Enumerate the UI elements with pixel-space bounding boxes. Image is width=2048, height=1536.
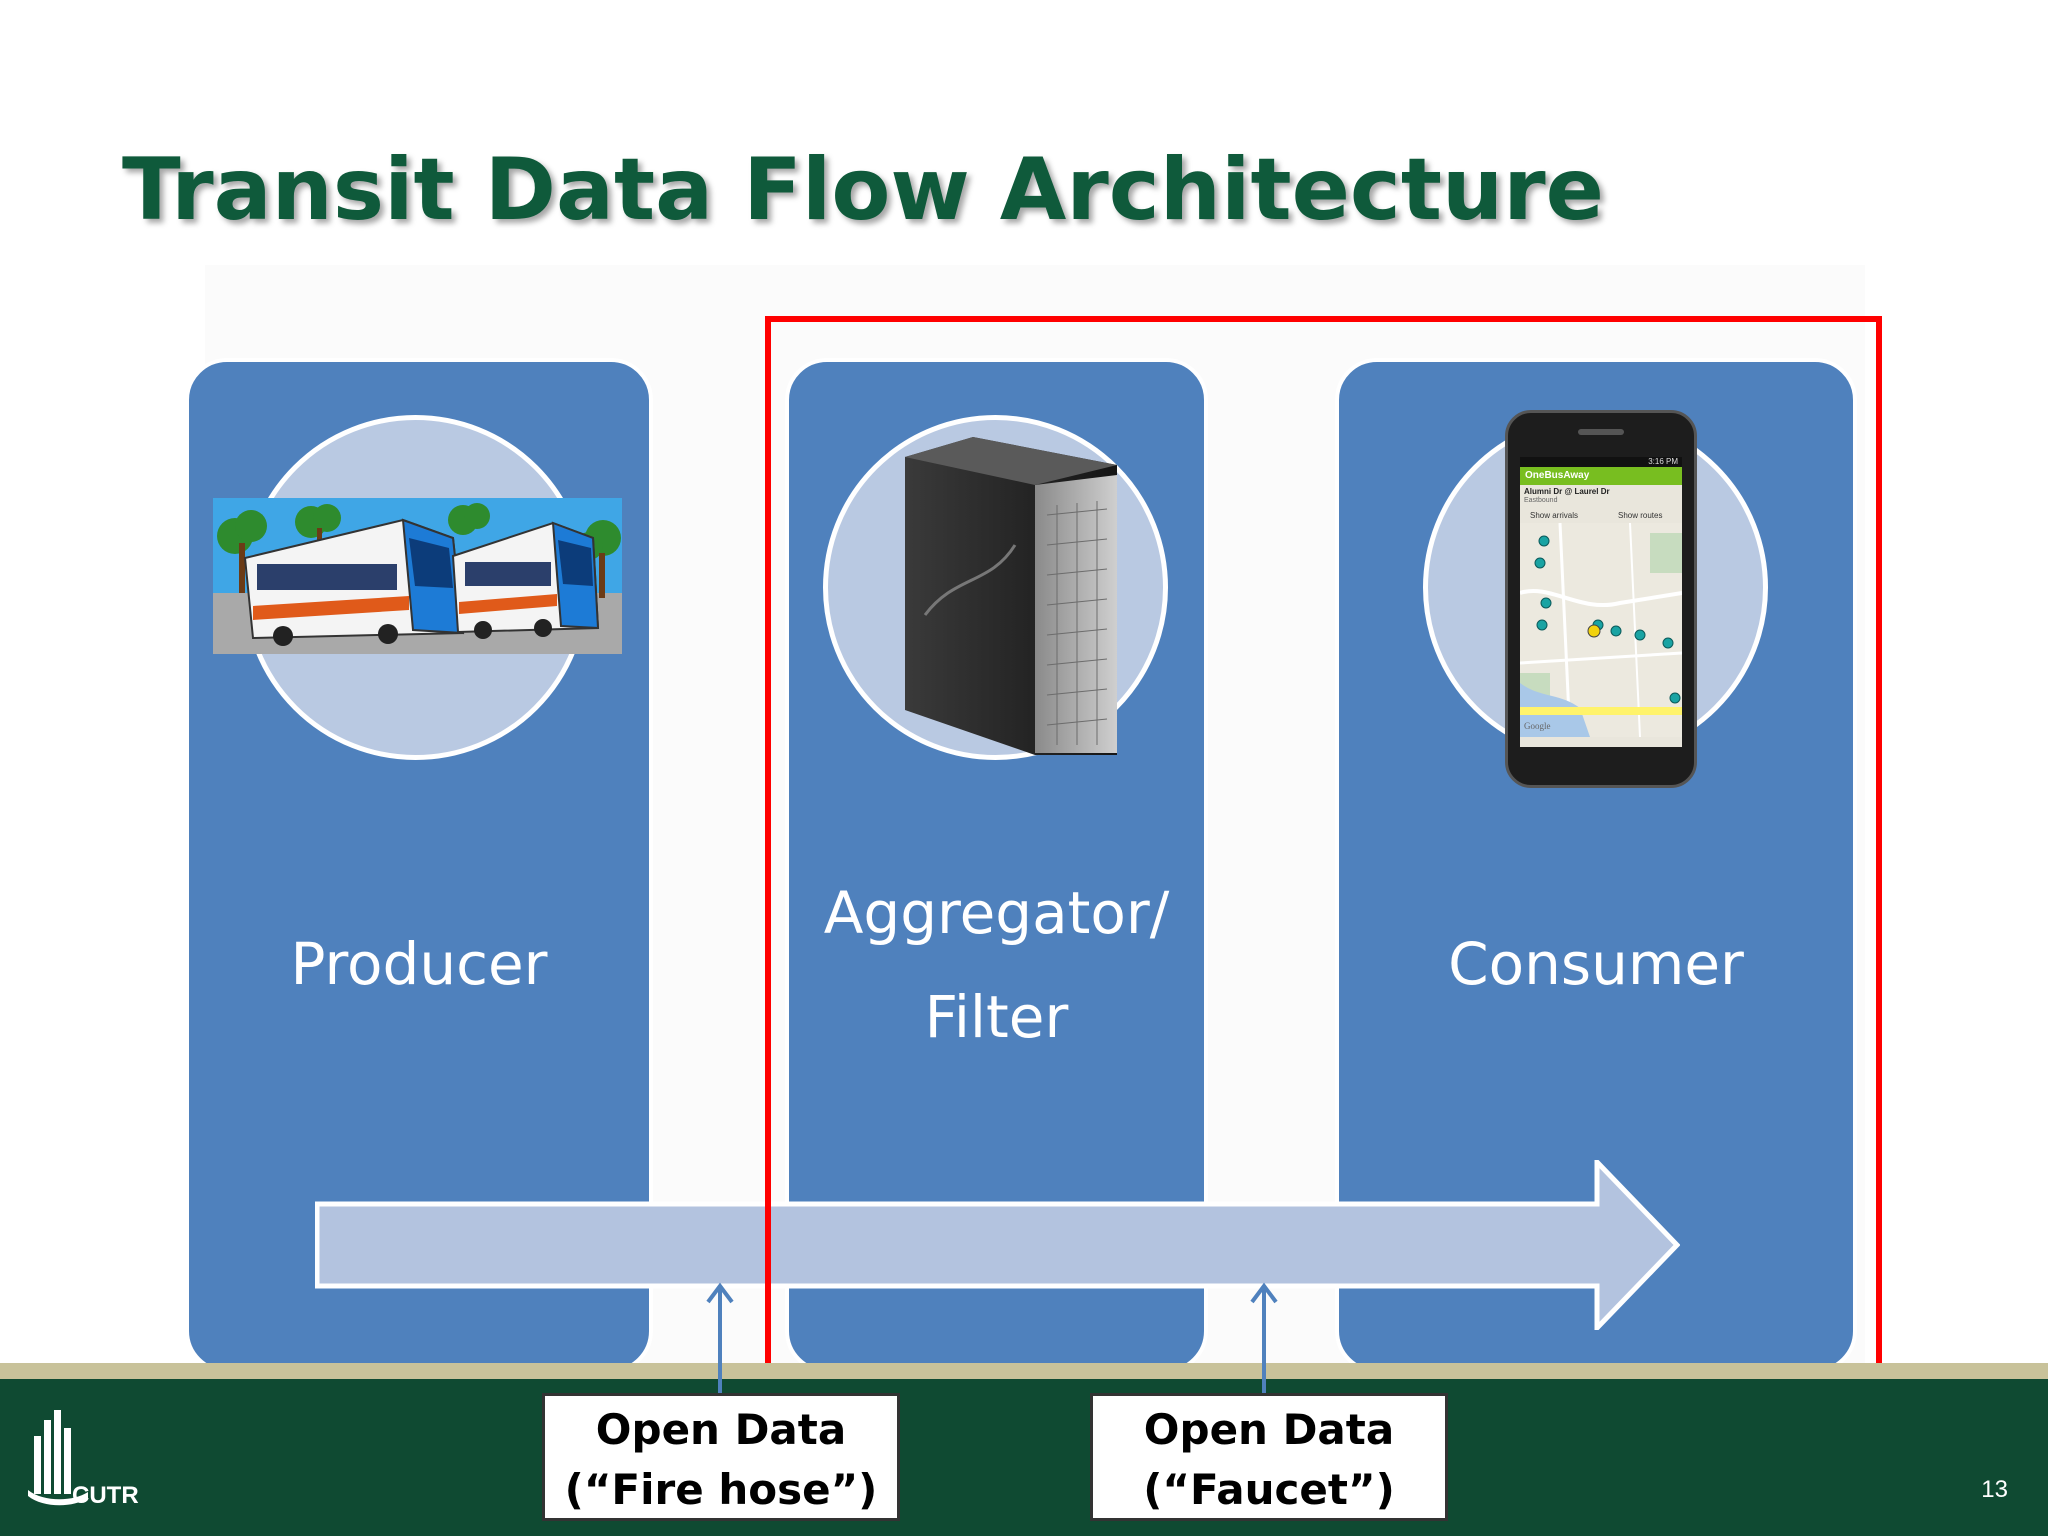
highlight-box xyxy=(765,316,1882,1418)
phone-status-time: 3:16 PM xyxy=(1648,457,1678,466)
slide-title: Transit Data Flow Architecture xyxy=(122,140,1604,240)
faucet-arrow xyxy=(1248,1282,1280,1397)
phone-app-title: OneBusAway xyxy=(1525,470,1590,481)
phone-speaker xyxy=(1578,429,1624,435)
phone-tab-routes[interactable]: Show routes xyxy=(1618,511,1663,520)
fire-hose-callout-line1: Open Data xyxy=(595,1405,847,1454)
aggregator-label-line1: Aggregator/ xyxy=(823,879,1170,947)
producer-label: Producer xyxy=(290,930,548,998)
faucet-callout-line1: Open Data xyxy=(1143,1405,1395,1454)
phone-map-attribution: Google xyxy=(1524,721,1551,731)
faucet-callout-line2: (“Faucet”) xyxy=(1143,1465,1395,1514)
consumer-label: Consumer xyxy=(1448,930,1744,998)
fire-hose-callout-line2: (“Fire hose”) xyxy=(564,1465,878,1514)
cutr-logo-icon xyxy=(28,1406,88,1506)
bus-icon xyxy=(213,498,622,654)
phone-screen: 3:16 PM OneBusAway Alumni Dr @ Laurel Dr… xyxy=(1520,457,1682,747)
phone-direction: Eastbound xyxy=(1524,497,1558,504)
fire-hose-callout: Open Data (“Fire hose”) xyxy=(542,1393,900,1521)
footer-accent-band xyxy=(0,1363,2048,1379)
fire-hose-arrow xyxy=(704,1282,736,1397)
page-number: 13 xyxy=(1981,1476,2008,1503)
cutr-logo-text: CUTR xyxy=(72,1482,139,1509)
phone-status-bar: 3:16 PM xyxy=(1520,457,1682,467)
phone-stop-name: Alumni Dr @ Laurel Dr xyxy=(1524,487,1610,496)
smartphone-icon: 3:16 PM OneBusAway Alumni Dr @ Laurel Dr… xyxy=(1505,410,1697,788)
server-icon xyxy=(895,435,1125,765)
footer-bar xyxy=(0,1379,2048,1536)
data-flow-arrow xyxy=(314,1155,1681,1335)
phone-app-bar: OneBusAway xyxy=(1520,467,1682,485)
faucet-callout: Open Data (“Faucet”) xyxy=(1090,1393,1448,1521)
phone-tab-arrivals[interactable]: Show arrivals xyxy=(1530,511,1579,520)
phone-map[interactable]: Google xyxy=(1520,522,1682,738)
aggregator-label-line2: Filter xyxy=(924,983,1069,1051)
